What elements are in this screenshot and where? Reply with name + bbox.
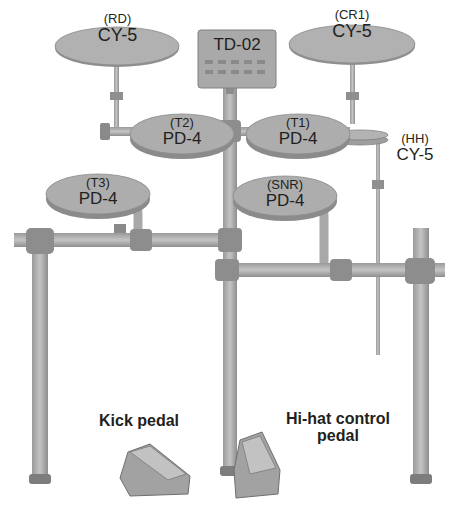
- part-name: CY-5: [98, 26, 137, 45]
- leg-clamp: [26, 228, 54, 254]
- left-leg: [32, 228, 48, 478]
- pad-surface: [246, 114, 350, 154]
- position-code: (T1): [286, 116, 310, 130]
- tom-pad: (T2)PD-4: [128, 112, 236, 156]
- pedal-label: Hi-hat control pedal: [270, 408, 406, 452]
- part-name: PD-4: [79, 190, 118, 208]
- part-name: Kick pedal: [99, 412, 179, 429]
- part-name: PD-4: [279, 130, 318, 148]
- text-stack: (T1)PD-4: [244, 116, 352, 148]
- part-name: PD-4: [266, 192, 305, 210]
- arm-clamp: [114, 224, 126, 234]
- pedal-label: Kick pedal: [84, 410, 194, 434]
- pad-surface: [130, 114, 234, 154]
- pad-surface: [46, 174, 150, 214]
- part-name: CY-5: [332, 22, 371, 41]
- leg-clamp: [405, 258, 435, 284]
- crash-cymbal: (CR1)CY-5: [289, 5, 415, 67]
- text-stack: (RD)CY-5: [55, 12, 180, 45]
- position-code: (RD): [104, 12, 131, 26]
- position-code: (T2): [170, 116, 194, 130]
- module-button: [231, 70, 239, 74]
- bar-clamp: [330, 259, 352, 281]
- module-button: [218, 70, 226, 74]
- kick-pedal-plate: [130, 446, 186, 480]
- ride-cymbal: (RD)CY-5: [55, 8, 180, 70]
- part-name: Hi-hat control pedal: [270, 410, 406, 445]
- text-stack: (CR1)CY-5: [289, 8, 415, 41]
- module-button: [205, 60, 213, 64]
- position-code: (HH): [401, 132, 428, 146]
- module-button: [244, 70, 252, 74]
- leg-foot: [410, 474, 432, 484]
- position-code: (CR1): [335, 8, 370, 22]
- module-button: [205, 70, 213, 74]
- kick-pedal-body: [120, 444, 190, 496]
- bar-clamp: [215, 259, 239, 281]
- stand-clamp: [346, 92, 359, 100]
- arm-clamp: [100, 123, 110, 140]
- module-housing: [198, 30, 276, 88]
- hihat-label: (HH)CY-5: [388, 128, 442, 174]
- text-stack: (HH)CY-5: [388, 132, 442, 164]
- module-button: [244, 60, 252, 64]
- module-button: [231, 60, 239, 64]
- sound-module: TD-02: [197, 28, 277, 90]
- text-stack: TD-02: [197, 36, 277, 54]
- hihat-stand: [376, 140, 380, 355]
- part-name: PD-4: [163, 130, 202, 148]
- tom-pad: (T3)PD-4: [44, 172, 152, 216]
- position-code: (SNR): [267, 178, 303, 192]
- tom-pad: (T1)PD-4: [244, 112, 352, 156]
- hihat-pedal-body: [234, 432, 280, 498]
- snare-pad: (SNR)PD-4: [231, 174, 339, 218]
- pad-surface: [233, 176, 337, 216]
- stand-clamp: [372, 180, 384, 189]
- bar-clamp: [130, 229, 152, 251]
- text-stack: Hi-hat control pedal: [270, 410, 406, 445]
- hihat-pedal-plate: [242, 436, 276, 474]
- part-name: CY-5: [396, 146, 433, 164]
- text-stack: (T2)PD-4: [128, 116, 236, 148]
- text-stack: (SNR)PD-4: [231, 178, 339, 210]
- text-stack: Kick pedal: [84, 412, 194, 429]
- crash-stand: [350, 58, 355, 124]
- cymbal-surface: [55, 27, 179, 65]
- position-code: (T3): [86, 176, 110, 190]
- module-button: [257, 60, 265, 64]
- part-name: TD-02: [213, 36, 260, 54]
- leg-foot: [29, 474, 51, 484]
- bar-clamp: [218, 228, 242, 252]
- module-button: [257, 70, 265, 74]
- text-stack: (T3)PD-4: [44, 176, 152, 208]
- module-button: [218, 60, 226, 64]
- stand-clamp: [110, 92, 123, 100]
